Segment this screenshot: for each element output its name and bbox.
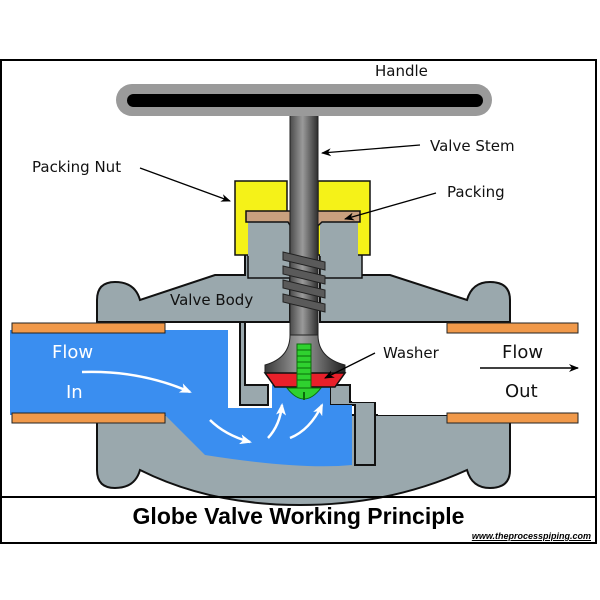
- flow-arrow-2: [209, 419, 252, 445]
- label-flow-in-1: Flow: [52, 342, 93, 363]
- label-flow-out-1: Flow: [502, 342, 543, 363]
- valve-body-upper-right: [319, 224, 511, 323]
- leader-valve-stem: [321, 144, 421, 157]
- inlet-pipe-bottom: [11, 412, 166, 424]
- label-packing: Packing: [447, 183, 505, 201]
- flow-arrow-1: [81, 370, 192, 394]
- outlet-pipe-top: [446, 322, 579, 334]
- credit-link[interactable]: www.theprocesspiping.com: [471, 531, 591, 541]
- label-valve-stem: Valve Stem: [430, 137, 515, 155]
- label-valve-body: Valve Body: [170, 291, 253, 309]
- bonnet-thread-right: [320, 222, 358, 256]
- handle: [116, 84, 492, 116]
- flow-arrows: [81, 370, 324, 445]
- screw: [285, 343, 323, 400]
- bonnet-thread-left: [248, 222, 288, 256]
- inlet-pipe-top: [11, 322, 166, 334]
- flow-arrow-3: [267, 403, 286, 439]
- title-bar: Globe Valve Working Principle www.thepro…: [0, 496, 597, 544]
- label-packing-nut: Packing Nut: [32, 158, 121, 176]
- leader-washer: [324, 352, 376, 379]
- leader-packing-nut: [139, 167, 231, 202]
- valve-body-partition: [228, 321, 269, 406]
- label-flow-out-2: Out: [505, 381, 538, 402]
- label-handle: Handle: [375, 62, 428, 80]
- outlet-chamber: [352, 330, 590, 465]
- leader-lines: [139, 144, 437, 379]
- label-washer: Washer: [383, 344, 440, 362]
- outlet-pipe-bottom: [446, 412, 579, 424]
- valve-body-upper: [96, 224, 291, 323]
- diagram-title: Globe Valve Working Principle: [132, 503, 465, 529]
- label-flow-in-2: In: [66, 382, 83, 403]
- flow-arrow-4: [289, 403, 324, 440]
- pipes: [11, 322, 579, 424]
- fluid-inlet: [10, 330, 352, 467]
- stem-threads: [282, 251, 326, 313]
- valve-body: [96, 224, 511, 507]
- leader-packing: [344, 192, 437, 221]
